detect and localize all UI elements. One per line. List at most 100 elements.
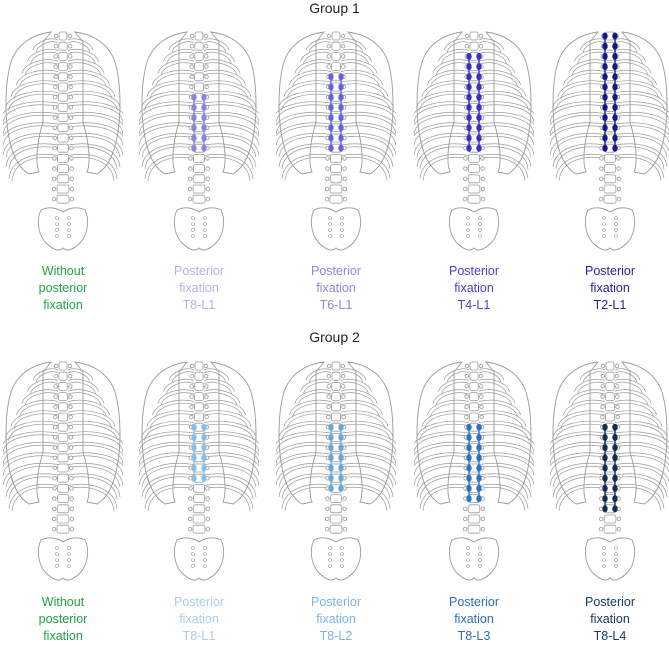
vertebra	[57, 143, 69, 153]
pedicle-screw	[338, 423, 344, 431]
pedicle-screw	[201, 103, 207, 111]
spine-rib-cage-illustration	[550, 361, 669, 581]
sacrum	[328, 546, 344, 568]
caption-line: Posterior	[448, 595, 500, 609]
vertebra	[467, 174, 481, 184]
rib-cage-outline	[141, 361, 257, 505]
pedicle-screw	[612, 114, 618, 122]
pedicle-screw	[201, 124, 207, 132]
pelvis-outline	[37, 207, 89, 251]
pedicle-screw	[191, 423, 197, 431]
rib-cage-outline	[141, 31, 257, 175]
rib-cage-outline	[278, 361, 394, 505]
ribs	[139, 368, 259, 511]
pedicle-screw	[328, 124, 334, 132]
pedicle-screw	[328, 444, 334, 452]
sacrum	[328, 216, 344, 238]
pedicle-screw	[191, 144, 197, 152]
pedicle-screw	[612, 495, 618, 503]
pedicle-screw	[466, 495, 472, 503]
vertebra	[331, 402, 341, 412]
vertebra	[331, 392, 341, 401]
vertebra	[330, 153, 342, 163]
pedicle-screw	[466, 124, 472, 132]
vertebra	[329, 524, 343, 534]
pedicle-screw	[612, 124, 618, 132]
pedicle-screw	[612, 474, 618, 482]
pedicle-screw	[466, 433, 472, 441]
vertebra	[56, 184, 70, 194]
vertebra	[58, 51, 68, 61]
pedicle-screw	[602, 464, 608, 472]
pedicle-screw	[328, 474, 334, 482]
pelvis-outline	[173, 537, 225, 581]
pedicle-screw	[476, 474, 482, 482]
vertebra	[605, 392, 615, 401]
caption-line: fixation	[43, 298, 83, 312]
pedicle-screw	[602, 433, 608, 441]
pelvis-outline	[448, 537, 500, 581]
vertebra	[605, 381, 615, 391]
vertebra	[467, 514, 481, 524]
pedicle-screw	[612, 93, 618, 101]
sacrum	[602, 546, 618, 568]
spine-rib-cage-illustration	[414, 31, 534, 251]
vertebra	[194, 72, 204, 82]
caption-line: Posterior	[173, 264, 225, 278]
pedicle-screw	[466, 423, 472, 431]
vertebra	[56, 524, 70, 534]
pedicle-screw	[201, 444, 207, 452]
vertebra	[57, 82, 69, 92]
caption-line: Posterior	[310, 595, 362, 609]
caption-line: T8-L1	[182, 629, 216, 643]
pedicle-screw	[602, 52, 608, 60]
pedicle-screw	[476, 52, 482, 60]
caption-line: fixation	[454, 612, 494, 626]
pelvis-outline	[173, 207, 225, 251]
pedicle-screw	[612, 42, 618, 50]
spine-rib-cage-illustration	[550, 31, 669, 251]
vertebra	[467, 194, 481, 204]
pedicle-screw	[328, 464, 334, 472]
sacrum	[55, 216, 71, 238]
pedicle-screw	[338, 73, 344, 81]
vertebra	[194, 381, 204, 391]
pedicle-screw	[612, 433, 618, 441]
vertebra	[194, 361, 204, 371]
pedicle-screw	[612, 484, 618, 492]
vertebra	[329, 504, 343, 514]
pedicle-screw	[602, 83, 608, 91]
vertebra	[58, 72, 68, 82]
pedicle-screw	[201, 93, 207, 101]
vertebra	[331, 31, 341, 41]
pelvis-outline	[584, 537, 636, 581]
vertebra	[58, 41, 68, 51]
pedicle-screw	[612, 423, 618, 431]
vertebra	[603, 184, 617, 194]
pedicle-screw	[602, 32, 608, 40]
ribs	[3, 38, 123, 181]
vertebra	[603, 194, 617, 204]
pedicle-screw	[612, 144, 618, 152]
vertebra	[57, 453, 69, 463]
pedicle-screw	[201, 134, 207, 142]
pedicle-screw	[602, 93, 608, 101]
pedicle-screw	[612, 32, 618, 40]
vertebra	[57, 92, 69, 102]
vertebra	[56, 194, 70, 204]
vertebra	[467, 504, 481, 514]
caption-line: fixation	[43, 629, 83, 643]
vertebra	[194, 371, 204, 381]
pedicle-screw	[338, 134, 344, 142]
vertebra	[329, 514, 343, 524]
caption-line: T4-L1	[457, 298, 491, 312]
ribs	[550, 38, 669, 181]
vertebra	[192, 524, 206, 534]
sacrum	[466, 216, 482, 238]
vertebra	[56, 494, 70, 504]
